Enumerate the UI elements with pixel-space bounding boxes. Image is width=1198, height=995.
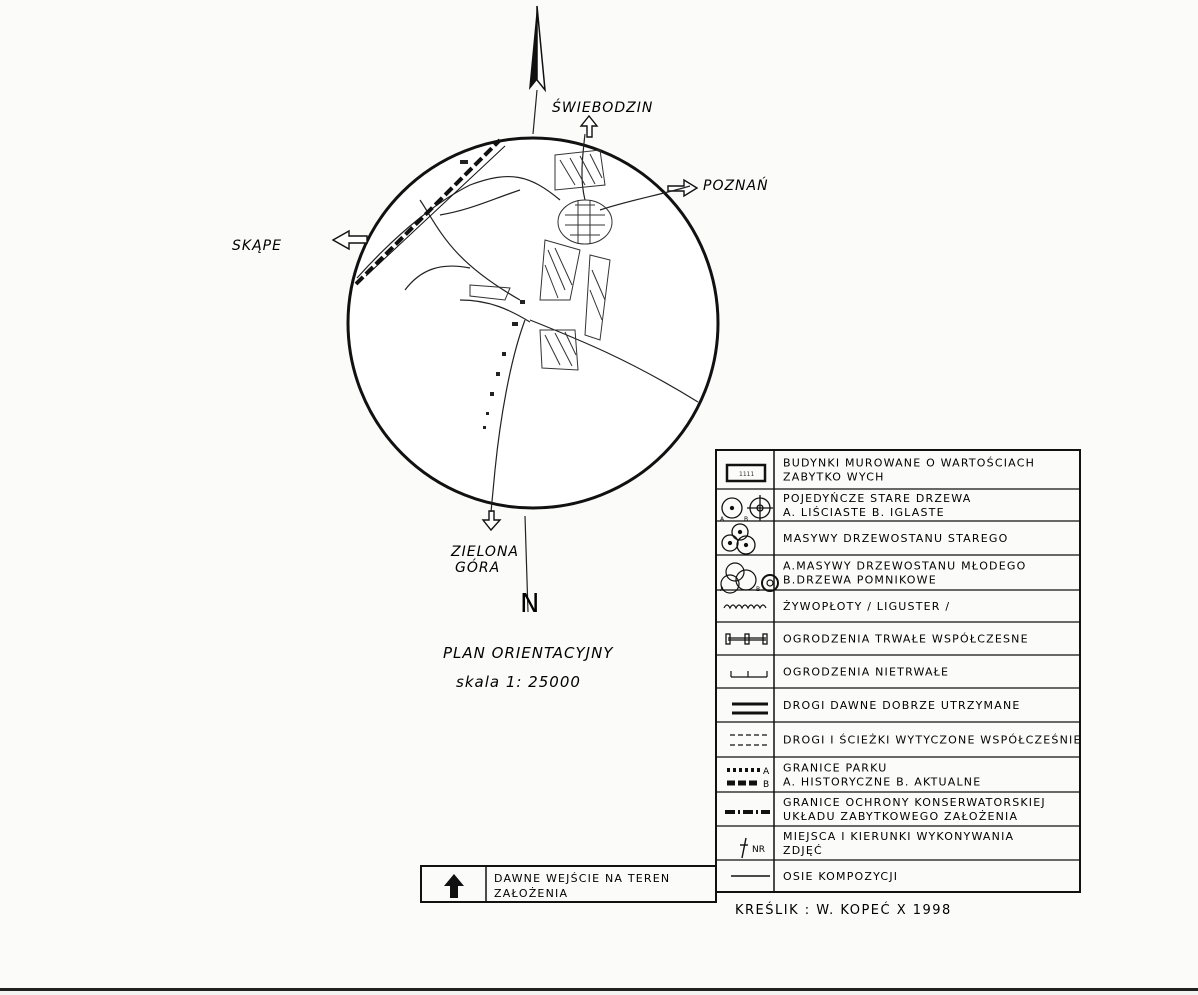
- legend-item-text: ZDJĘĆ: [783, 844, 823, 857]
- north-letter: N: [520, 589, 539, 619]
- legend-item-text: ZABYTKO WYCH: [783, 471, 885, 484]
- entrance-label-line-1: DAWNE WEJŚCIE NA TEREN: [494, 872, 670, 885]
- arrow-down-icon: [481, 510, 502, 532]
- modern-paths-icon: [730, 734, 770, 746]
- legend-item-text: ŻYWOPŁOTY / LIGUSTER /: [783, 600, 950, 613]
- young-tree-stand-icon: [720, 562, 779, 594]
- brick-building-icon: [725, 463, 767, 483]
- legend-item-text: POJEDYŃCZE STARE DRZEWA: [783, 492, 971, 505]
- legend-item-text: UKŁADU ZABYTKOWEGO ZAŁOŻENIA: [783, 810, 1018, 823]
- arrow-up-icon: [579, 114, 599, 138]
- entrance-arrow-icon: [444, 874, 464, 898]
- park-border-tag-b: B: [763, 780, 769, 790]
- legend-item-text: BUDYNKI MUROWANE O WARTOŚCIACH: [783, 457, 1035, 470]
- settlement-areas: [469, 149, 613, 371]
- entrance-label-line-2: ZAŁOŻENIA: [494, 887, 568, 900]
- place-label-skape: SKĄPE: [232, 238, 282, 254]
- map-scale: skala 1: 25000: [456, 673, 581, 691]
- north-arrow-icon: [529, 5, 546, 93]
- tree-symbol-tag-a: A: [720, 516, 725, 523]
- entrance-box: [420, 865, 717, 903]
- arrow-left-icon: [331, 229, 368, 251]
- old-tree-stand-icon: [721, 523, 756, 555]
- roads: [356, 133, 699, 513]
- legend-item-text: OGRODZENIA TRWAŁE WSPÓŁCZESNE: [783, 633, 1029, 646]
- author-credit: KREŚLIK : W. KOPEĆ X 1998: [735, 902, 952, 918]
- tree-symbol-tag-b: B: [744, 516, 748, 523]
- railway-line: [354, 138, 506, 286]
- photo-direction-icon: [740, 837, 748, 859]
- building-symbol-tag: 1111: [739, 471, 754, 478]
- photo-symbol-tag: NR: [752, 845, 765, 855]
- legend-item-text: DROGI I ŚCIEŻKI WYTYCZONE WSPÓŁCZEŚNIE: [783, 734, 1082, 747]
- temporary-fence-icon: [730, 671, 768, 678]
- single-old-trees-icon: [721, 495, 773, 521]
- legend-item-text: MASYWY DRZEWOSTANU STAREGO: [783, 532, 1008, 545]
- legend: [715, 449, 1081, 893]
- place-label-swiebodzin: ŚWIEBODZIN: [552, 98, 653, 116]
- young-stand-tag-a: A: [720, 586, 725, 593]
- park-border-tag-a: A: [763, 767, 770, 777]
- legend-item-text: A. LIŚCIASTE B. IGLASTE: [783, 506, 945, 519]
- legend-item-text: B.DRZEWA POMNIKOWE: [783, 574, 937, 587]
- south-axis-line: [524, 515, 529, 613]
- park-border-icon: [727, 768, 760, 786]
- permanent-fence-icon: [725, 633, 768, 645]
- place-label-zielona: ZIELONA: [450, 544, 519, 560]
- legend-item-text: DROGI DAWNE DOBRZE UTRZYMANE: [783, 699, 1021, 712]
- legend-item-text: A.MASYWY DRZEWOSTANU MŁODEGO: [783, 560, 1026, 573]
- map-title: PLAN ORIENTACYJNY: [443, 644, 614, 662]
- place-label-gora: GÓRA: [455, 558, 500, 576]
- legend-item-text: A. HISTORYCZNE B. AKTUALNE: [783, 776, 981, 789]
- legend-item-text: MIEJSCA I KIERUNKI WYKONYWANIA: [783, 830, 1014, 843]
- place-label-poznan: POZNAŃ: [703, 176, 769, 194]
- young-stand-tag-b: B: [756, 586, 760, 593]
- north-axis-line: [532, 89, 538, 135]
- legend-item-text: GRANICE OCHRONY KONSERWATORSKIEJ: [783, 796, 1046, 809]
- old-roads-icon: [732, 702, 768, 715]
- legend-symbols: [720, 463, 779, 877]
- map-circle: [346, 136, 720, 510]
- legend-item-text: OSIE KOMPOZYCJI: [783, 870, 898, 883]
- building-dots: [460, 160, 525, 429]
- legend-item-text: GRANICE PARKU: [783, 762, 888, 775]
- hedge-icon: [723, 604, 767, 610]
- legend-item-text: OGRODZENIA NIETRWAŁE: [783, 666, 949, 679]
